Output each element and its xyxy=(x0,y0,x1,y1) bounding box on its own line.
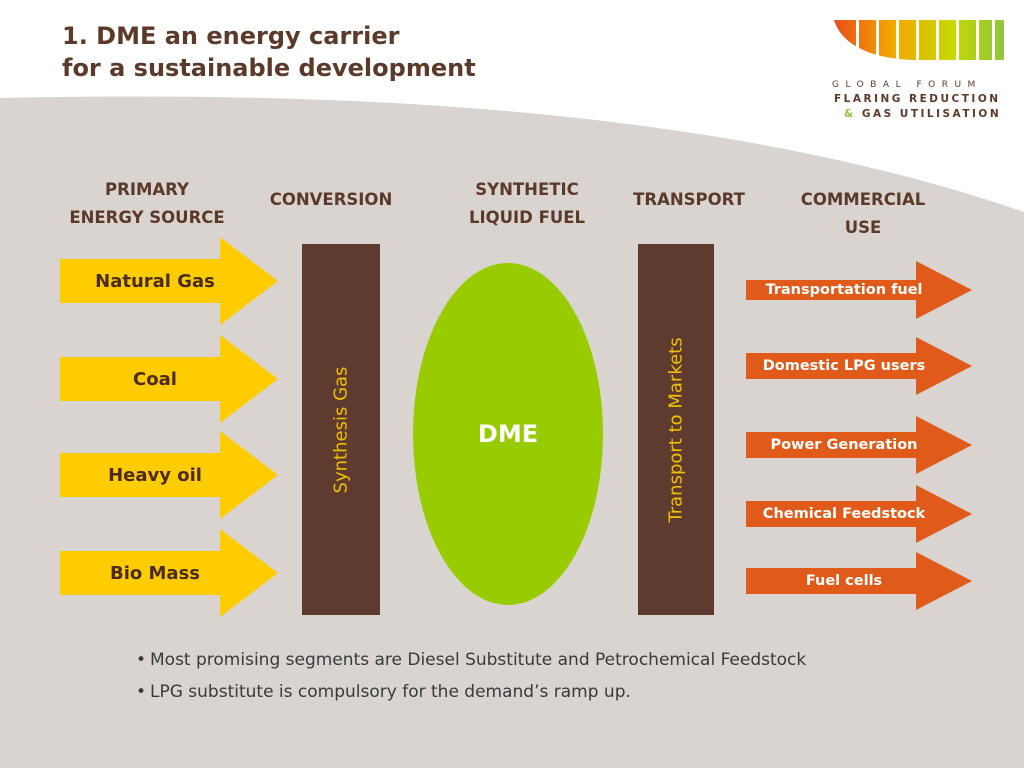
source-arrow-coal: Coal xyxy=(60,335,278,423)
source-label: Heavy oil xyxy=(108,464,202,486)
logo-gas-utilisation-text: GAS UTILISATION xyxy=(861,108,1002,120)
bullet-icon: • xyxy=(136,682,147,702)
column-header-transport: TRANSPORT xyxy=(633,190,745,209)
use-arrow-domestic-lpg: Domestic LPG users xyxy=(746,337,972,395)
use-arrow-transportation-fuel: Transportation fuel xyxy=(746,261,972,319)
right-arrow-icon xyxy=(60,431,278,519)
source-label: Bio Mass xyxy=(109,562,200,584)
use-label: Domestic LPG users xyxy=(762,358,926,374)
logo-flaring-reduction: FLARING REDUCTION xyxy=(834,93,1001,105)
use-arrow-power-generation: Power Generation xyxy=(746,416,972,474)
use-arrow-chemical-feedstock: Chemical Feedstock xyxy=(746,485,972,543)
dme-ellipse: DME xyxy=(412,262,604,606)
right-arrow-icon xyxy=(60,529,278,617)
column-header-commercial: COMMERCIAL USE xyxy=(800,190,926,237)
source-arrow-natural-gas: Natural Gas xyxy=(60,237,278,325)
use-label: Transportation fuel xyxy=(765,282,923,298)
logo-bars-icon xyxy=(834,18,1004,62)
source-arrow-bio-mass: Bio Mass xyxy=(60,529,278,617)
dme-label: DME xyxy=(477,420,539,448)
right-arrow-icon xyxy=(60,335,278,423)
column-header-primary: PRIMARY ENERGY SOURCE xyxy=(69,180,225,227)
use-arrow-fuel-cells: Fuel cells xyxy=(746,552,972,610)
conversion-bar: Synthesis Gas xyxy=(302,244,380,615)
right-arrow-icon xyxy=(746,261,972,319)
bullet-item: •LPG substitute is compulsory for the de… xyxy=(136,676,806,708)
transport-label: Transport to Markets xyxy=(665,336,687,523)
right-arrow-icon xyxy=(746,552,972,610)
logo-ampersand: & xyxy=(844,108,856,120)
source-arrow-heavy-oil: Heavy oil xyxy=(60,431,278,519)
ellipse-shape xyxy=(413,263,603,605)
bullet-text: LPG substitute is compulsory for the dem… xyxy=(150,682,631,702)
use-label: Power Generation xyxy=(770,437,918,453)
right-arrow-icon xyxy=(746,337,972,395)
column-header-synthetic: SYNTHETIC LIQUID FUEL xyxy=(468,180,586,227)
logo-gas-utilisation: & GAS UTILISATION xyxy=(844,108,1022,120)
use-label: Fuel cells xyxy=(805,573,883,589)
bullet-icon: • xyxy=(136,650,147,670)
right-arrow-icon xyxy=(746,485,972,543)
right-arrow-icon xyxy=(746,416,972,474)
bullet-list: •Most promising segments are Diesel Subs… xyxy=(136,644,806,708)
transport-bar: Transport to Markets xyxy=(638,244,714,615)
bullet-text: Most promising segments are Diesel Subst… xyxy=(150,650,807,670)
bullet-item: •Most promising segments are Diesel Subs… xyxy=(136,644,806,676)
column-header-conversion: CONVERSION xyxy=(269,190,393,209)
logo-global-forum: GLOBAL FORUM xyxy=(832,80,982,90)
right-arrow-icon xyxy=(60,237,278,325)
use-label: Chemical Feedstock xyxy=(762,506,926,522)
source-label: Coal xyxy=(133,368,177,390)
page-title: 1. DME an energy carrier for a sustainab… xyxy=(62,22,476,82)
global-forum-logo: GLOBAL FORUM FLARING REDUCTION & GAS UTI… xyxy=(832,18,1010,126)
source-label: Natural Gas xyxy=(95,270,215,292)
conversion-label: Synthesis Gas xyxy=(330,366,352,493)
